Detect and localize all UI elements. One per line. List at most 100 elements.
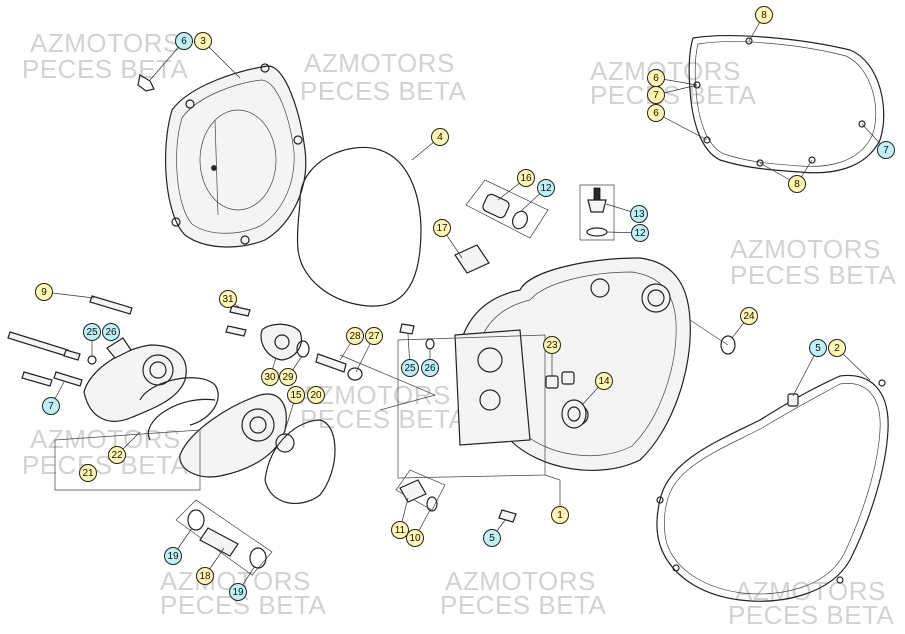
callout-5: 5 [483, 529, 501, 547]
callout-label: 17 [436, 223, 448, 234]
callout-circle [755, 6, 773, 24]
callout-circle [809, 339, 827, 357]
callout-7: 7 [647, 86, 665, 104]
callout-circle [196, 567, 214, 585]
callout-label: 6 [181, 36, 187, 47]
callout-circle [647, 86, 665, 104]
callout-label: 16 [520, 173, 532, 184]
watermark-line2: PECES BETA [590, 80, 757, 110]
callout-label: 18 [199, 571, 211, 582]
callout-circle [391, 521, 409, 539]
callout-circle [631, 224, 649, 242]
watermark-line2: PECES BETA [440, 590, 607, 620]
group-brackets [54, 319, 729, 491]
callout-circle [175, 32, 193, 50]
callout-12: 12 [537, 179, 555, 197]
callout-26: 26 [421, 359, 439, 377]
callout-circle [406, 529, 424, 547]
callout-29: 29 [279, 368, 297, 386]
watermark-line2: PECES BETA [300, 76, 467, 106]
callout-30: 30 [261, 368, 279, 386]
callout-circle [346, 327, 364, 345]
callout-label: 12 [634, 228, 646, 239]
callout-17: 17 [433, 219, 451, 237]
callout-circle [630, 205, 648, 223]
callout-circle [551, 506, 569, 524]
callout-3: 3 [194, 32, 212, 50]
callout-22: 22 [108, 446, 126, 464]
callout-label: 10 [409, 533, 421, 544]
callout-circle [877, 141, 895, 159]
callout-circle [229, 583, 247, 601]
callout-20: 20 [307, 386, 325, 404]
callout-12: 12 [631, 224, 649, 242]
water-pump-cover [83, 337, 219, 441]
callout-11: 11 [391, 521, 409, 539]
callout-28: 28 [346, 327, 364, 345]
callout-label: 1 [557, 510, 563, 521]
watermark-line1: AZMOTORS [300, 380, 451, 410]
callout-9: 9 [35, 283, 53, 301]
callout-label: 7 [883, 145, 889, 156]
callout-label: 6 [653, 73, 659, 84]
callout-circle [740, 307, 758, 325]
callout-label: 5 [815, 343, 821, 354]
callout-26: 26 [102, 323, 120, 341]
callout-label: 28 [349, 331, 361, 342]
callout-18: 18 [196, 567, 214, 585]
callout-circle [433, 219, 451, 237]
callout-13: 13 [630, 205, 648, 223]
callout-circle [164, 547, 182, 565]
callout-circle [219, 290, 237, 308]
callout-19: 19 [164, 547, 182, 565]
watermark-line2: PECES BETA [730, 260, 897, 290]
watermarks: AZMOTORS PECES BETA AZMOTORS PECES BETA … [22, 28, 897, 630]
impeller-shaft-parts [225, 305, 363, 381]
callout-2: 2 [828, 339, 846, 357]
watermark-line1: AZMOTORS [304, 48, 455, 78]
callout-4: 4 [431, 128, 449, 146]
callout-25: 25 [83, 323, 101, 341]
callout-circle [35, 283, 53, 301]
callout-7: 7 [877, 141, 895, 159]
callout-8: 8 [788, 175, 806, 193]
filler-plug-group [465, 179, 549, 239]
inner-cover-gasket [656, 374, 889, 602]
callout-label: 6 [653, 108, 659, 119]
callout-label: 8 [761, 10, 767, 21]
callout-label: 14 [598, 376, 610, 387]
callout-label: 25 [86, 327, 98, 338]
large-o-ring [296, 146, 422, 307]
callout-circle [517, 169, 535, 187]
callout-circle [102, 323, 120, 341]
callout-label: 22 [111, 450, 123, 461]
callout-label: 29 [282, 372, 294, 383]
callout-label: 26 [424, 363, 436, 374]
watermark-line1: AZMOTORS [730, 234, 881, 264]
callout-label: 30 [264, 372, 276, 383]
callout-21: 21 [79, 464, 97, 482]
watermark-line1: AZMOTORS [30, 28, 181, 58]
callout-label: 21 [82, 468, 94, 479]
callout-circle [365, 327, 383, 345]
callout-label: 2 [834, 343, 840, 354]
callout-27: 27 [365, 327, 383, 345]
callout-circle [261, 368, 279, 386]
callout-8: 8 [755, 6, 773, 24]
callout-label: 8 [794, 179, 800, 190]
watermark-line2: PECES BETA [22, 54, 189, 84]
callout-7: 7 [42, 397, 60, 415]
callout-1: 1 [551, 506, 569, 524]
callout-circle [287, 386, 305, 404]
callout-circle [595, 372, 613, 390]
callout-circle [83, 323, 101, 341]
callout-circle [108, 446, 126, 464]
callout-circle [647, 104, 665, 122]
callout-label: 11 [395, 525, 406, 536]
callout-circle [79, 464, 97, 482]
callout-label: 26 [105, 327, 117, 338]
callout-label: 19 [167, 551, 179, 562]
callout-label: 23 [546, 340, 558, 351]
